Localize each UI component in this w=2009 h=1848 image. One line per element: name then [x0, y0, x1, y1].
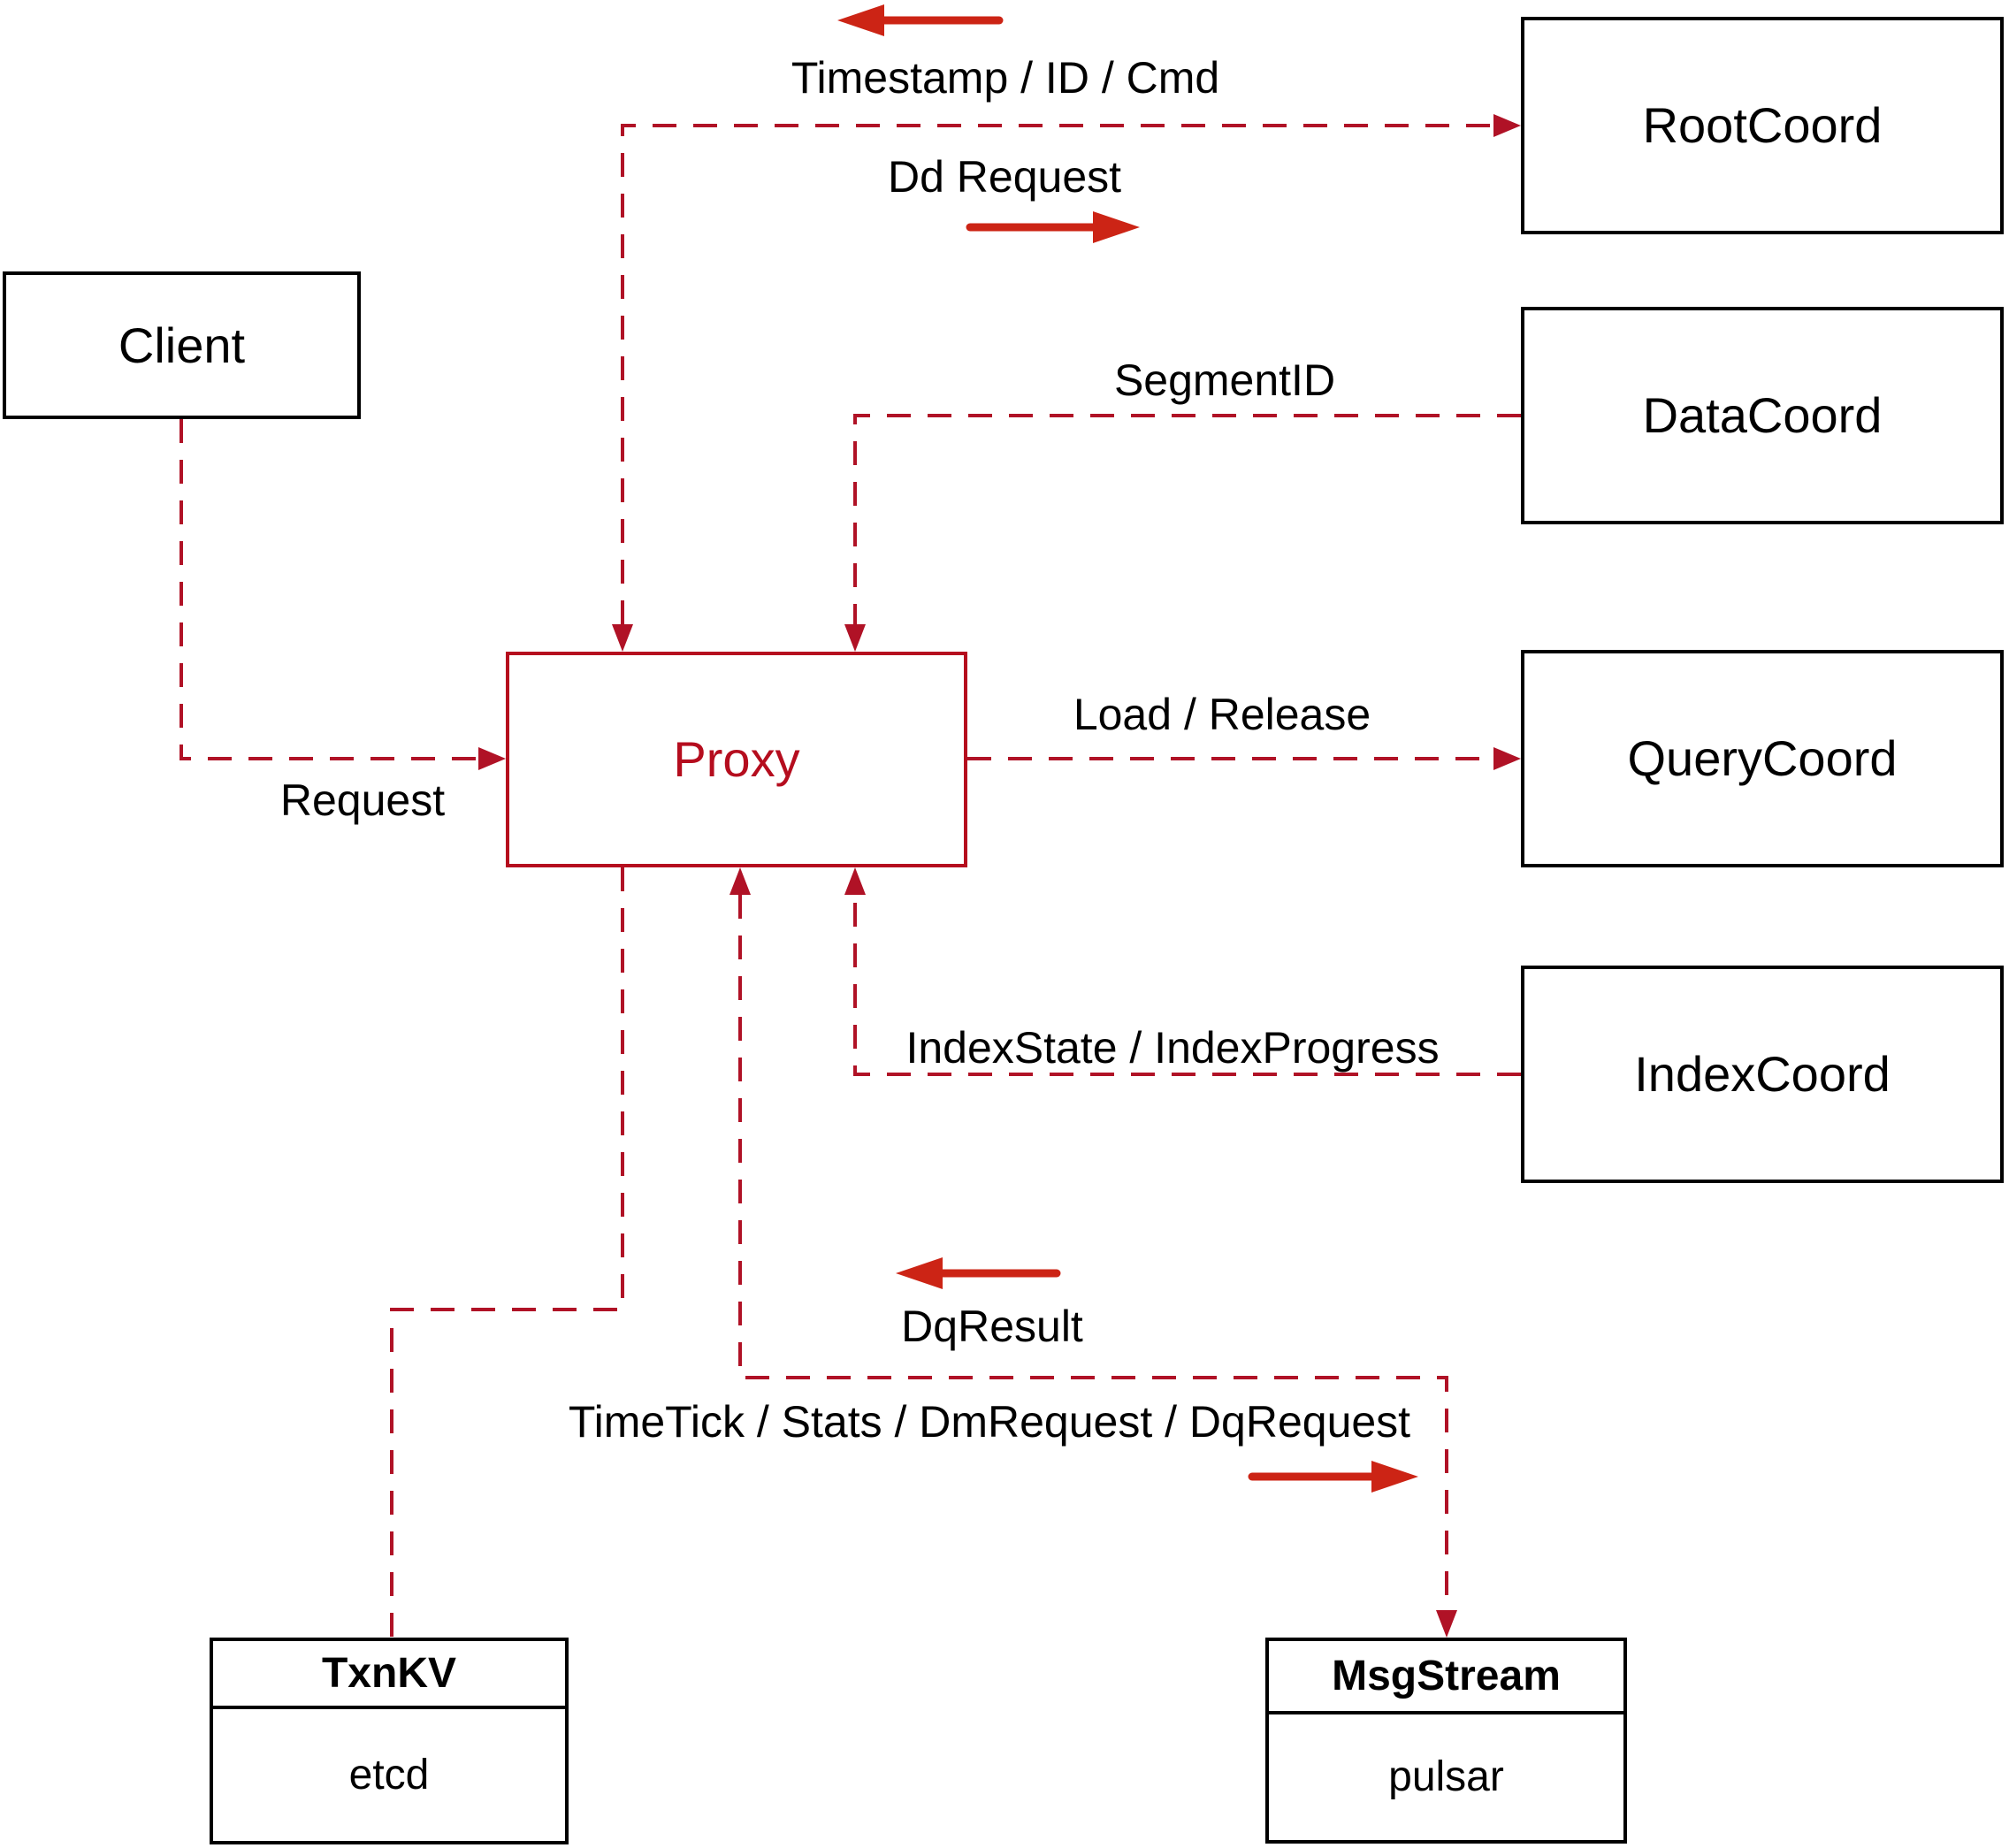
edge-proxy-msgstream-line — [738, 895, 1448, 1610]
node-rootcoord: RootCoord — [1521, 17, 2004, 234]
edge-proxy-rootcoord-line — [621, 124, 1493, 624]
edge-indexcoord-proxy-line — [853, 895, 1521, 1076]
node-querycoord-label: QueryCoord — [1627, 730, 1898, 786]
node-indexcoord: IndexCoord — [1521, 966, 2004, 1183]
arrowhead-down-into-proxy-top-right — [844, 624, 866, 652]
node-txnkv-title: TxnKV — [321, 1649, 456, 1697]
node-rootcoord-label: RootCoord — [1642, 97, 1883, 153]
edge-client-proxy-line — [180, 419, 478, 760]
edge-datacoord-proxy-line — [853, 414, 1521, 624]
edge-label-index-state-progress: IndexState / IndexProgress — [905, 1023, 1440, 1073]
node-msgstream-title: MsgStream — [1332, 1652, 1561, 1699]
edge-label-dq-result: DqResult — [901, 1302, 1083, 1351]
edge-label-request: Request — [279, 775, 446, 825]
edge-label-dd-request: Dd Request — [887, 152, 1122, 202]
arrowhead-right-into-proxy-left — [478, 747, 506, 770]
node-proxy-label: Proxy — [673, 731, 800, 787]
node-indexcoord-label: IndexCoord — [1634, 1046, 1891, 1102]
edge-proxy-txnkv-line — [390, 867, 624, 1638]
node-client-label: Client — [118, 317, 246, 373]
edge-label-load-release: Load / Release — [1073, 690, 1371, 739]
node-client: Client — [3, 271, 361, 419]
arrowhead-down-into-proxy-top-left — [612, 624, 633, 652]
edge-label-timetick-stats: TimeTick / Stats / DmRequest / DqRequest — [568, 1397, 1411, 1447]
node-msgstream-header: MsgStream — [1269, 1641, 1623, 1714]
edge-label-timestamp-id-cmd: Timestamp / ID / Cmd — [791, 53, 1220, 103]
node-txnkv: TxnKV etcd — [210, 1638, 569, 1844]
arrowhead-right-into-rootcoord — [1493, 114, 1521, 137]
arrowhead-down-into-msgstream — [1436, 1610, 1457, 1638]
direction-arrow-left-timestamp — [837, 4, 1004, 36]
node-msgstream-body: pulsar — [1269, 1714, 1623, 1840]
direction-arrow-right-dd-request — [966, 211, 1140, 243]
node-txnkv-subtitle: etcd — [348, 1751, 430, 1798]
arrowhead-up-into-proxy-bottom-right — [844, 867, 866, 895]
node-proxy: Proxy — [506, 652, 967, 867]
node-txnkv-body: etcd — [213, 1709, 565, 1841]
direction-arrow-left-dq-result — [896, 1257, 1061, 1289]
node-datacoord-label: DataCoord — [1642, 387, 1883, 443]
direction-arrow-right-timetick — [1248, 1461, 1418, 1493]
node-txnkv-header: TxnKV — [213, 1641, 565, 1709]
arrowhead-up-into-proxy-bottom-center — [730, 867, 751, 895]
node-querycoord: QueryCoord — [1521, 650, 2004, 867]
edge-label-segment-id: SegmentID — [1113, 355, 1336, 405]
arrowhead-right-into-querycoord — [1493, 747, 1521, 770]
node-msgstream-subtitle: pulsar — [1388, 1753, 1504, 1800]
node-datacoord: DataCoord — [1521, 307, 2004, 524]
node-msgstream: MsgStream pulsar — [1265, 1638, 1627, 1844]
